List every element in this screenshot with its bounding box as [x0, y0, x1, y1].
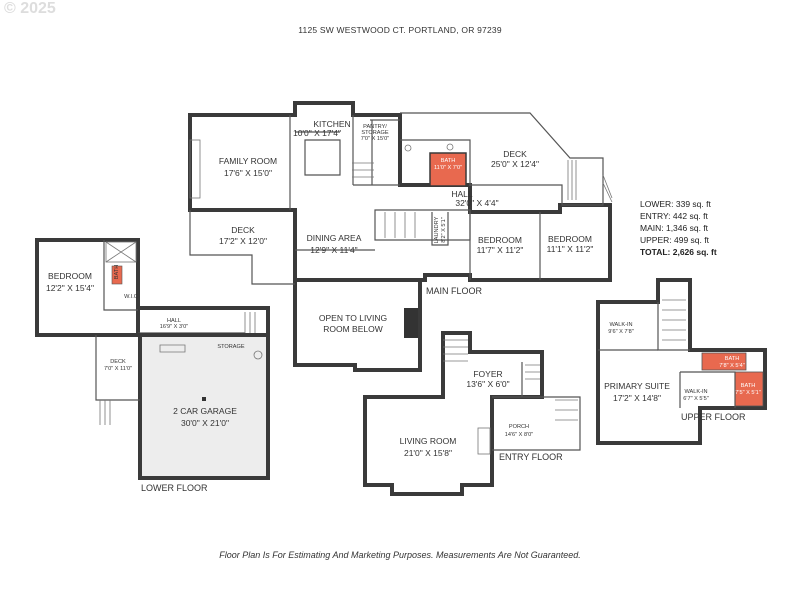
- open-to-living-line2: ROOM BELOW: [323, 324, 383, 334]
- fireplace-block: [404, 308, 418, 338]
- copyright-watermark: © 2025: [4, 0, 56, 17]
- porch-dims: 14'6" X 8'0": [505, 432, 534, 438]
- bedroom2-label: BEDROOM: [548, 234, 592, 244]
- main-bath-dims: 11'0" X 7'0": [434, 165, 462, 171]
- lower-floor-label: LOWER FLOOR: [141, 483, 208, 493]
- upper-area: UPPER: 499 sq. ft: [640, 235, 709, 245]
- open-to-living-line1: OPEN TO LIVING: [319, 313, 387, 323]
- foyer-dims: 13'6" X 6'0": [466, 379, 509, 389]
- kitchen-label: KITCHEN: [313, 119, 350, 129]
- deck-lower-dims: 17'2" X 12'0": [219, 236, 267, 246]
- bedroom1-label: BEDROOM: [478, 235, 522, 245]
- family-room-label: FAMILY ROOM: [219, 156, 277, 166]
- bath-fill: [429, 152, 467, 187]
- living-room-label: LIVING ROOM: [400, 436, 457, 446]
- kitchen-dims: 10'0" X 17'4": [293, 128, 341, 138]
- lower-hall-dims: 16'9" X 3'0": [160, 324, 189, 330]
- lower-deck-dims: 7'0" X 11'0": [104, 366, 132, 372]
- total-area: TOTAL: 2,626 sq. ft: [640, 247, 717, 257]
- upper-bath1-dims: 7'8" X 5'4": [719, 363, 744, 369]
- lower-bath-label: BATH: [114, 265, 120, 280]
- hall-dims: 32'0" X 4'4": [455, 198, 498, 208]
- hall-label: HALL: [451, 189, 473, 199]
- walkin1-label: WALK-IN: [609, 322, 632, 328]
- lower-hall-label: HALL: [167, 318, 181, 324]
- foyer-label: FOYER: [473, 369, 502, 379]
- upper-bath2-dims: 7'5" X 5'1": [735, 390, 760, 396]
- bedroom2-dims: 11'1" X 11'2": [547, 244, 594, 254]
- main-floor: [188, 101, 613, 372]
- living-room-dims: 21'0" X 15'8": [404, 448, 452, 458]
- upper-bath1-label: BATH: [725, 356, 740, 362]
- pantry-dims: 7'0" X 15'0": [361, 136, 390, 142]
- deck-upper-label: DECK: [503, 149, 527, 159]
- property-address: 1125 SW WESTWOOD CT. PORTLAND, OR 97239: [298, 25, 502, 35]
- upper-bath2-label: BATH: [741, 383, 756, 389]
- garage-fill: [138, 333, 270, 480]
- entry-floor-label: ENTRY FLOOR: [499, 452, 563, 462]
- walkin1-dims: 9'6" X 7'8": [608, 329, 633, 335]
- lower-bath-fill: [111, 265, 123, 285]
- dining-label: DINING AREA: [307, 233, 362, 243]
- area-summary: LOWER: 339 sq. ft ENTRY: 442 sq. ft MAIN…: [640, 198, 717, 258]
- storage-label: STORAGE: [217, 344, 245, 350]
- primary-suite-dims: 17'2" X 14'8": [613, 393, 661, 403]
- family-room-dims: 17'6" X 15'0": [224, 168, 272, 178]
- main-area: MAIN: 1,346 sq. ft: [640, 223, 709, 233]
- primary-suite-label: PRIMARY SUITE: [604, 381, 670, 391]
- lower-bedroom-dims: 12'2" X 15'4": [46, 283, 94, 293]
- disclaimer: Floor Plan Is For Estimating And Marketi…: [219, 550, 581, 560]
- entry-floor: [363, 331, 581, 496]
- garage-label: 2 CAR GARAGE: [173, 406, 237, 416]
- walkin2-dims: 6'7" X 5'5": [683, 396, 708, 402]
- walkin2-label: WALK-IN: [684, 389, 707, 395]
- pantry-label-2: STORAGE: [361, 130, 389, 136]
- porch-label: PORCH: [509, 424, 529, 430]
- deck-lower-label: DECK: [231, 225, 255, 235]
- upper-bath2-fill: [734, 371, 764, 407]
- entry-area: ENTRY: 442 sq. ft: [640, 211, 708, 221]
- lower-bedroom-label: BEDROOM: [48, 271, 92, 281]
- main-bath-label: BATH: [441, 158, 456, 164]
- lower-area: LOWER: 339 sq. ft: [640, 199, 711, 209]
- deck-upper-dims: 25'0" X 12'4": [491, 159, 539, 169]
- dining-dims: 12'9" X 11'4": [310, 245, 357, 255]
- upper-bath1-fill: [701, 352, 747, 371]
- upper-floor: [596, 278, 767, 445]
- lower-deck-label: DECK: [110, 359, 126, 365]
- bedroom1-dims: 11'7" X 11'2": [477, 245, 524, 255]
- upper-floor-label: UPPER FLOOR: [681, 412, 746, 422]
- garage-dims: 30'0" X 21'0": [181, 418, 229, 428]
- lower-closet-label: W.I.C: [124, 294, 138, 300]
- laundry-dims: 8'2" X 5'1": [441, 217, 447, 242]
- laundry-label: LAUNDRY: [434, 216, 440, 243]
- lower-floor: [35, 238, 270, 480]
- main-floor-label: MAIN FLOOR: [426, 286, 483, 296]
- pantry-label: PANTRY/: [363, 124, 387, 130]
